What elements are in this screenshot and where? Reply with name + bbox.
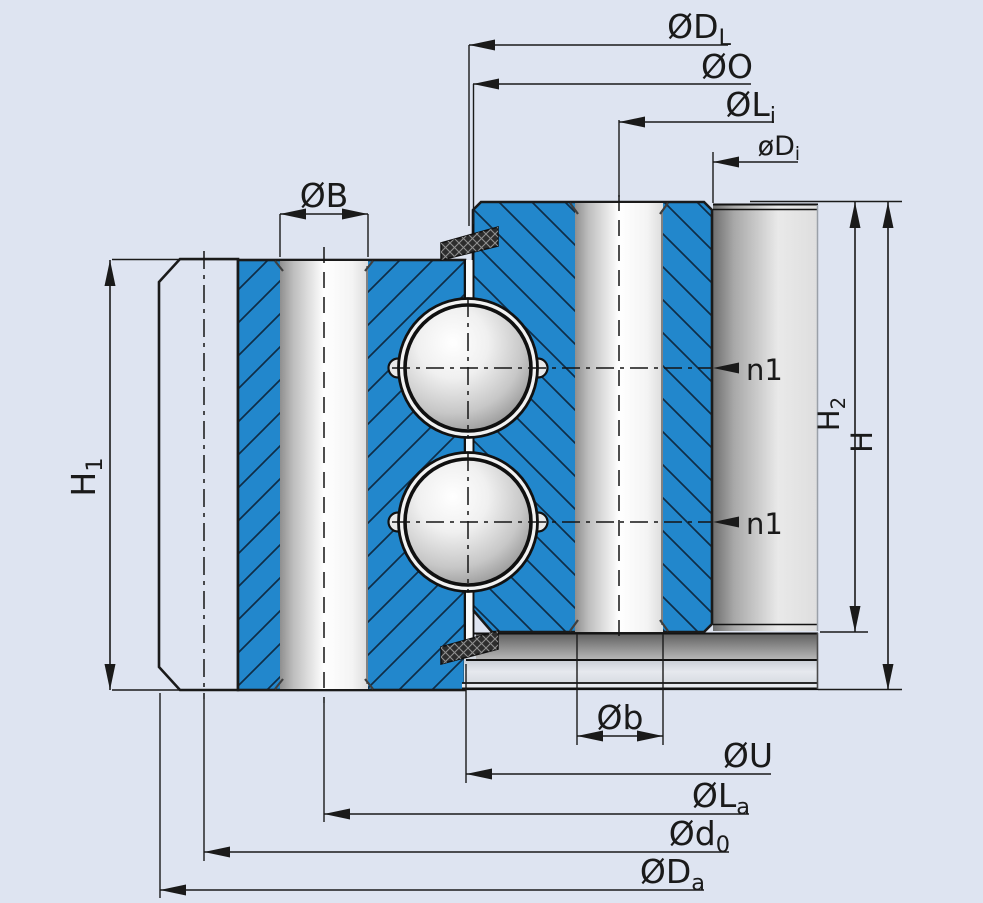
svg-text:øDi: øDi [758, 131, 800, 165]
svg-text:n1: n1 [746, 353, 783, 387]
bolt-hole-chamfers [274, 260, 374, 690]
dim-Da: ØDa [159, 693, 705, 898]
svg-text:H1: H1 [64, 457, 108, 496]
dim-H: H [750, 200, 902, 691]
svg-text:ØLa: ØLa [692, 776, 750, 820]
svg-text:H: H [845, 431, 879, 453]
dim-Li: ØLi [618, 85, 776, 197]
svg-text:Øb: Øb [597, 698, 644, 737]
svg-text:Ød0: Ød0 [669, 814, 730, 858]
svg-text:ØDL: ØDL [667, 7, 731, 51]
inner-ring [471, 195, 819, 640]
dim-b: Øb [576, 634, 664, 745]
flange-light-band [464, 660, 818, 683]
svg-text:ØLi: ØLi [725, 85, 776, 129]
dim-H2: H2 [812, 202, 868, 633]
flange-foot-band [462, 683, 818, 689]
inner-ring-bolt-hole [575, 203, 663, 632]
dim-DL: ØDL [468, 7, 731, 226]
svg-text:ØB: ØB [300, 176, 349, 215]
dim-Di: øDi [712, 131, 800, 203]
inner-ring-bore-surface [713, 204, 818, 631]
gap-slot [466, 260, 473, 642]
seal-bottom-hatch [441, 631, 498, 664]
svg-text:ØDa: ØDa [640, 852, 705, 896]
inner-bolt-hole-chamfers [569, 202, 669, 632]
dim-d0: Ød0 [203, 699, 730, 861]
svg-text:ØU: ØU [723, 736, 773, 775]
dim-H1: H1 [64, 258, 238, 691]
svg-text:H2: H2 [812, 397, 850, 431]
seal-top-hatch [441, 227, 498, 260]
flange-dark-band [476, 633, 818, 660]
dim-O: ØO [472, 47, 753, 224]
svg-text:ØO: ØO [701, 47, 753, 86]
callout-n1-upper: n1 [713, 353, 783, 387]
seals [440, 226, 499, 665]
dim-U: ØU [465, 664, 773, 783]
dim-La: ØLa [323, 703, 750, 822]
callout-n1-lower: n1 [713, 507, 783, 541]
mounting-flange [462, 632, 819, 691]
dimensions: ØDL ØO ØLi øDi [64, 7, 902, 898]
ball-rows [387, 297, 711, 593]
dim-B: ØB [279, 176, 369, 257]
svg-text:n1: n1 [746, 507, 783, 541]
